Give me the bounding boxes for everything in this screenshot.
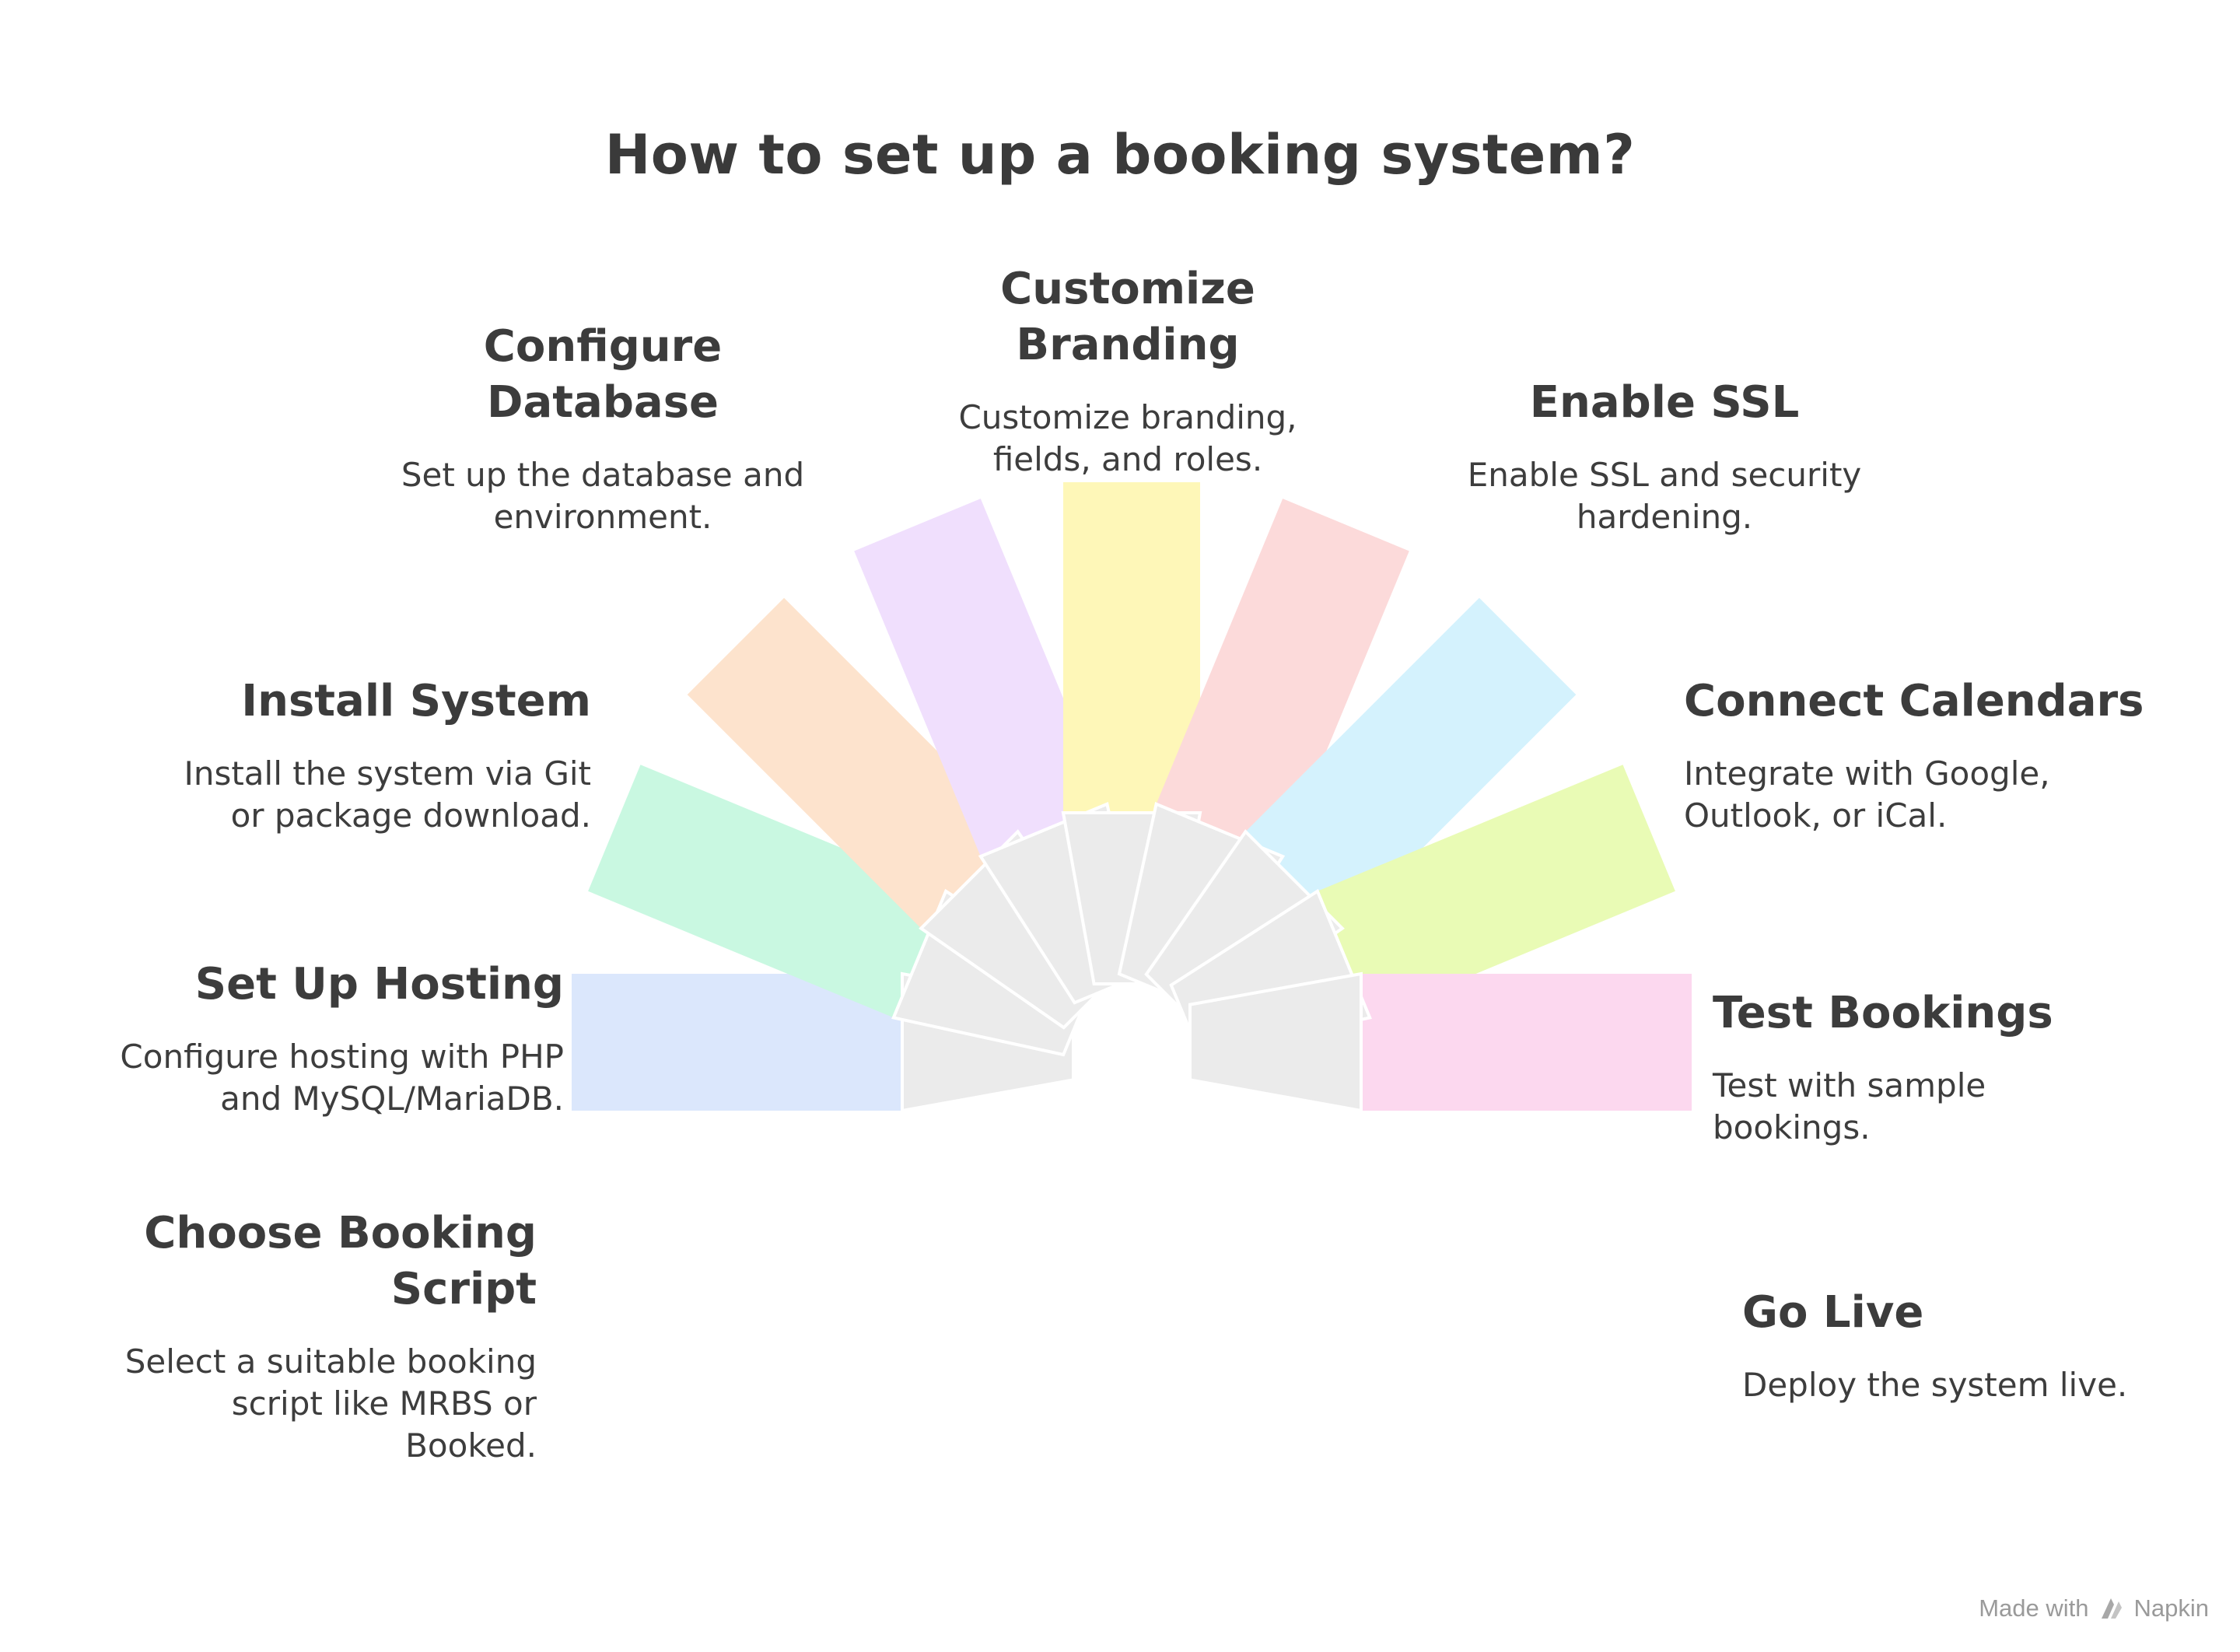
napkin-brand-text: Napkin [2133,1594,2210,1622]
page-title: How to set up a booking system? [604,123,1636,187]
step-install-system: Install System Install the system via Gi… [163,674,591,837]
made-with-text: Made with [1979,1594,2089,1622]
blade-branding [1063,482,1200,813]
blade-calendars [1245,597,1577,929]
step-choose-booking-script: Choose Booking Script Select a suitable … [117,1206,537,1467]
step-title: Choose Booking Script [144,1208,537,1314]
blade-golive [1361,974,1692,1111]
step-set-up-hosting: Set Up Hosting Configure hosting with PH… [117,957,564,1120]
napkin-credit[interactable]: Made with Napkin [1979,1594,2209,1622]
step-customize-branding: Customize Branding Customize branding, f… [918,261,1338,481]
step-description: Customize branding, fields, and roles. [958,398,1297,478]
step-connect-calendars: Connect Calendars Integrate with Google,… [1684,674,2166,837]
step-description: Install the system via Git or package do… [184,754,591,835]
step-enable-ssl: Enable SSL Enable SSL and security harde… [1416,375,1913,538]
step-title: Enable SSL [1529,377,1800,428]
step-go-live: Go Live Deploy the system live. [1742,1285,2178,1406]
step-description: Configure hosting with PHP and MySQL/Mar… [120,1038,564,1118]
step-configure-database: Configure Database Set up the database a… [393,319,813,538]
step-description: Test with sample bookings. [1713,1066,1986,1146]
blade-ssl [1156,499,1409,857]
step-title: Install System [241,676,591,726]
napkin-logo-icon [2101,1598,2122,1619]
center-hub [891,802,1372,1113]
step-description: Select a suitable booking script like MR… [124,1342,537,1465]
step-title: Set Up Hosting [194,959,564,1010]
step-description: Enable SSL and security hardening. [1467,456,1862,536]
fan-blades [572,482,1692,1111]
step-test-bookings: Test Bookings Test with sample bookings. [1713,985,2148,1149]
blade-test [1317,765,1675,1018]
blade-hosting [588,765,947,1018]
step-title: Test Bookings [1713,988,2053,1038]
blade-database [854,499,1108,857]
blade-choose [572,974,902,1111]
step-description: Deploy the system live. [1742,1366,2128,1404]
step-title: Go Live [1742,1287,1924,1338]
step-title: Customize Branding [1000,264,1255,370]
step-title: Connect Calendars [1684,676,2144,726]
step-description: Set up the database and environment. [401,456,805,536]
step-title: Configure Database [483,321,723,428]
step-description: Integrate with Google, Outlook, or iCal. [1684,754,2050,835]
blade-install [687,597,1018,929]
hub-segment-golive [1188,971,1363,1113]
